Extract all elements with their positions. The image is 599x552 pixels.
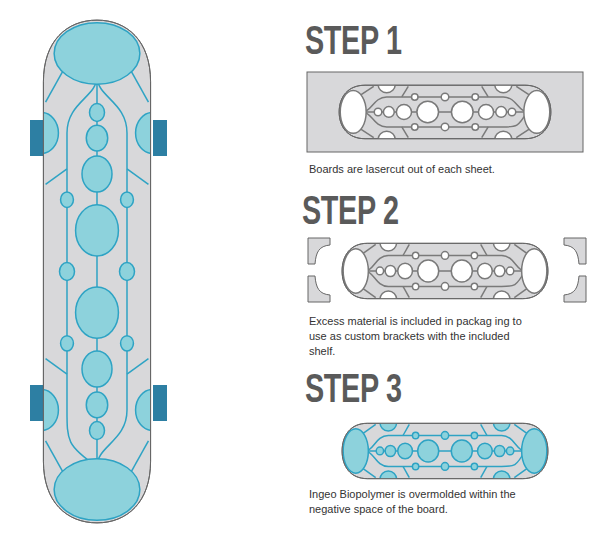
step-heading: STEP 2 [302, 190, 399, 230]
wheel [153, 385, 167, 421]
bracket [564, 238, 586, 264]
skateboard [342, 413, 548, 488]
step-heading: STEP 1 [305, 20, 402, 60]
bracket [564, 276, 586, 302]
caption: Excess material is included in packag in… [309, 314, 527, 359]
step-heading: STEP 3 [305, 368, 402, 408]
material-sheet [307, 72, 583, 152]
skateboard [24, 20, 170, 523]
caption: Boards are lasercut out of each sheet. [309, 162, 569, 177]
skateboard [342, 233, 548, 308]
caption: Ingeo Biopolymer is overmolded within th… [309, 487, 531, 517]
bracket [308, 238, 330, 264]
skateboard [339, 76, 551, 149]
wheel [153, 120, 167, 156]
wheel [30, 385, 44, 421]
bracket [308, 276, 330, 302]
wheel [30, 120, 44, 156]
